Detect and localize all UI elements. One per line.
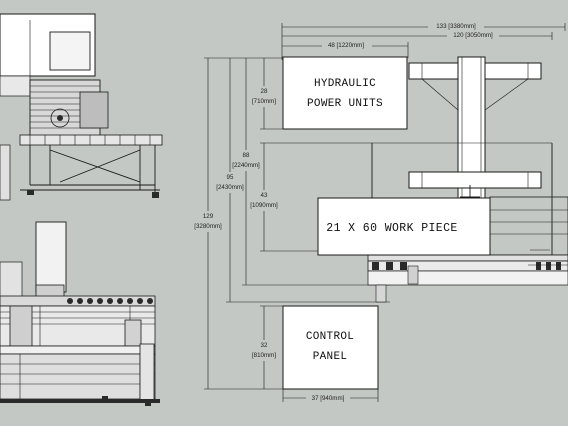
control-label-line2: PANEL [313,351,348,363]
dim-95-mm-label: [2430mm] [216,184,244,191]
dimension-133: 133 [3380mm] [281,21,566,60]
hydraulic-power-units-box: HYDRAULIC POWER UNITS [282,56,408,130]
dim-133-label: 133 [3380mm] [436,23,476,30]
dim-95-label: 95 [227,174,234,181]
control-panel-box: CONTROL PANEL [282,305,379,390]
dim-32-mm-label: [810mm] [252,352,276,359]
dim-28-mm-label: [710mm] [252,98,276,105]
work-piece-label: 21 X 60 WORK PIECE [326,222,457,235]
dim-129-label: 129 [203,213,214,220]
hydraulic-label-line1: HYDRAULIC [314,78,376,90]
dimension-vertical-labels: 129 [3280mm] 95 [2430mm] 88 [2240mm] 28 … [194,86,278,361]
dim-43-mm-label: [1090mm] [250,202,278,209]
dim-120-label: 120 [3050mm] [453,32,493,39]
dim-88-mm-label: [2240mm] [232,162,260,169]
dim-88-label: 88 [243,152,250,159]
dimension-37: 37 [940mm] [282,389,379,402]
dim-48-label: 48 [1220mm] [328,42,364,49]
hydraulic-label-line2: POWER UNITS [307,98,383,110]
machine-front-elevation [0,221,160,406]
dim-43-label: 43 [261,192,268,199]
dim-32-label: 32 [261,342,268,349]
machine-side-elevation [0,13,163,201]
dimension-48: 48 [1220mm] [282,40,409,58]
dimension-120: 120 [3050mm] [282,30,553,40]
control-label-line1: CONTROL [306,331,354,343]
dim-37-label: 37 [940mm] [312,395,345,402]
dim-28-label: 28 [261,88,268,95]
dim-129-mm-label: [3280mm] [194,223,222,230]
machine-floor-outline [367,56,568,303]
work-piece-box: 21 X 60 WORK PIECE [317,197,491,256]
